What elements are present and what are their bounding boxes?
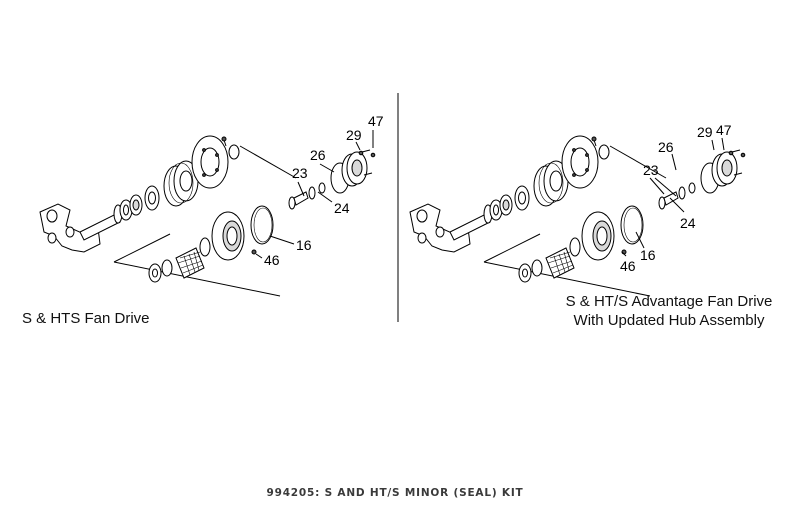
callout-26-left: 26 [310,147,326,163]
callout-24-left: 24 [334,200,350,216]
callout-47-left: 47 [368,113,384,129]
left-callouts: 47 29 26 23 24 16 46 [255,113,384,268]
callout-23-right: 23 [643,162,659,178]
callout-16-left: 16 [296,237,312,253]
callout-29-left: 29 [346,127,362,143]
callout-47-right: 47 [716,122,732,138]
kit-title: 994205: S AND HT/S MINOR (SEAL) KIT [266,487,524,499]
callout-24-right: 24 [680,215,696,231]
left-diagram-caption: S & HTS Fan Drive [22,310,150,327]
callout-46-right: 46 [620,258,636,274]
right-caption-line-2: With Updated Hub Assembly [573,312,765,329]
callout-26-right: 26 [658,139,674,155]
callout-29-right: 29 [697,124,713,140]
callout-46-left: 46 [264,252,280,268]
right-diagram-caption: S & HT/S Advantage Fan Drive With Update… [540,292,790,330]
right-callouts: 29 47 26 23 24 16 46 [620,122,732,274]
callout-16-right: 16 [640,247,656,263]
callout-23-left: 23 [292,165,308,181]
right-caption-line-1: S & HT/S Advantage Fan Drive [565,293,773,310]
